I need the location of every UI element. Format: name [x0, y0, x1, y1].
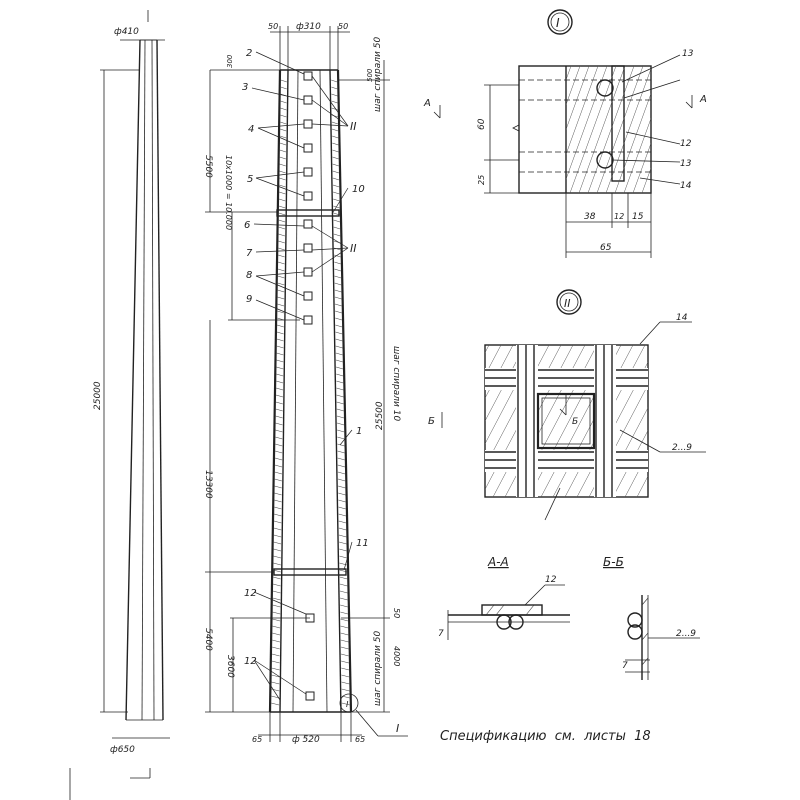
clamp-marker — [305, 691, 315, 701]
detail-II: II Б Б 14 2...9 — [428, 289, 706, 521]
spiral-reinforcement — [271, 79, 350, 706]
position-leaders — [251, 51, 353, 701]
section-AA-title: А-А — [487, 555, 509, 569]
detail-I-dim-65: 65 — [600, 243, 612, 253]
bottom-dim-right: 65 — [355, 735, 365, 744]
detail-I-pos-12: 12 — [680, 139, 692, 149]
clamp-marker — [303, 119, 313, 129]
right-dim-50: 50 — [392, 608, 401, 618]
pos-2: 2 — [246, 48, 252, 59]
left-dim-5500: 5500 — [203, 155, 213, 178]
detail-II-pos-14: 14 — [676, 313, 688, 323]
clamp-marker — [303, 267, 313, 277]
bottom-dim-left: 65 — [252, 735, 262, 744]
top-small-left: 300 — [226, 54, 234, 68]
pos-1: 1 — [356, 426, 362, 437]
pos-10: 10 — [352, 184, 365, 195]
specification-note: Спецификацию см. листы 18 — [440, 729, 651, 744]
left-dim-13300: 13300 — [203, 470, 213, 499]
detail-I-dim-15: 15 — [632, 212, 644, 222]
pos-12-upper: 12 — [244, 588, 257, 599]
section-1-1: 50 ф310 50 300 500 65 ф 520 65 5500 10x1… — [203, 22, 408, 745]
detail-I: I А А 13 12 13 14 — [423, 9, 707, 258]
detail-II-pos-2-9: 2...9 — [672, 443, 692, 453]
section-AA-pos: 12 — [545, 575, 557, 585]
right-dim-4000: 4000 — [392, 646, 401, 666]
detail-I-dim-12: 12 — [614, 212, 624, 221]
clamp-marker — [303, 291, 313, 301]
detail-II-label: II — [564, 297, 571, 310]
top-dim-mid: ф310 — [296, 22, 321, 32]
concrete-hatch — [566, 66, 651, 193]
section-BB-pos: 2...9 — [676, 629, 696, 639]
left-dim-5400: 5400 — [203, 628, 213, 651]
detail-II-cut-left: Б — [428, 416, 435, 427]
left-dim-3600: 3600 — [225, 655, 235, 678]
elevation-height-dim: 25000 — [93, 381, 103, 410]
detail-I-pos-14: 14 — [680, 181, 692, 191]
section-BB-title: Б-Б — [603, 555, 624, 569]
pos-4: 4 — [248, 124, 254, 135]
clamp-marker — [303, 167, 313, 177]
clamp-items — [303, 71, 315, 701]
clamp-marker — [303, 315, 313, 325]
callout-I-label: I — [396, 722, 399, 735]
callout-II-upper: II — [350, 120, 357, 133]
right-spiral-top: шаг спирали 50 — [373, 37, 383, 112]
section-AA: А-А 12 7 — [438, 555, 570, 640]
clamp-marker — [303, 219, 313, 229]
detail-I-cut-left: А — [423, 98, 431, 109]
pos-3: 3 — [242, 82, 248, 93]
detail-I-dim-25: 25 — [477, 175, 486, 185]
detail-II-cut-inner: Б — [572, 417, 578, 427]
clamp-marker — [303, 95, 313, 105]
clamp-marker — [303, 191, 313, 201]
top-dim-left: 50 — [268, 22, 278, 31]
detail-I-dim-38: 38 — [584, 212, 596, 222]
detail-I-dim-60: 60 — [477, 118, 487, 130]
pos-9: 9 — [246, 294, 252, 305]
top-small-right: 500 — [366, 68, 374, 82]
detail-I-cut-right: А — [699, 94, 707, 105]
callout-II-lower: II — [350, 242, 357, 255]
clamp-marker — [303, 243, 313, 253]
detail-I-pos-13-top: 13 — [682, 49, 694, 59]
detail-I-label: I — [556, 16, 560, 30]
section-AA-dim: 7 — [438, 629, 444, 639]
pos-5: 5 — [247, 174, 253, 185]
clamp-marker — [303, 143, 313, 153]
bottom-dim-mid: ф 520 — [292, 735, 320, 745]
right-spiral-bottom: шаг спирали 50 — [373, 631, 383, 706]
detail-I-pos-13-bottom: 13 — [680, 159, 692, 169]
pos-12-lower: 12 — [244, 656, 257, 667]
elevation-bottom-dia: ф650 — [110, 745, 135, 755]
right-spiral-mid: шаг спирали 10 — [391, 346, 401, 421]
elevation-view: ф410 ф650 25000 — [69, 10, 170, 800]
section-BB-dim: 7 — [622, 661, 628, 671]
pos-6: 6 — [244, 220, 250, 231]
top-dim-right: 50 — [338, 22, 348, 31]
elevation-top-dia: ф410 — [114, 27, 139, 37]
pos-8: 8 — [246, 270, 252, 281]
section-BB: Б-Б 2...9 7 — [603, 555, 700, 680]
pos-11: 11 — [356, 538, 369, 549]
clamp-marker — [303, 71, 313, 81]
right-total-25500: 25500 — [375, 401, 385, 430]
pos-7: 7 — [246, 248, 253, 259]
left-dim-10x1000: 10x1000 = 10.000 — [224, 155, 233, 230]
callout-I-circle: I — [346, 700, 349, 709]
